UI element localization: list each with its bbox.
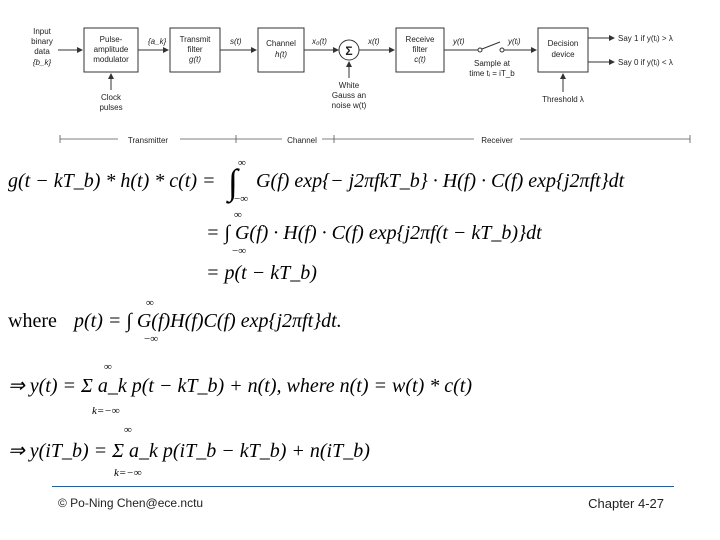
svg-text:pulses: pulses [99, 103, 122, 112]
int3-upper: ∞ [146, 297, 154, 309]
yti-label: y(tᵢ) [507, 37, 521, 46]
svg-text:Clock: Clock [101, 93, 122, 102]
svg-text:binary: binary [31, 37, 53, 46]
svg-text:Sample at: Sample at [474, 59, 511, 68]
decision-device-label: Decision device [548, 39, 579, 59]
xt-label: x(t) [367, 37, 380, 46]
receive-filter-label: Receive filter c(t) [406, 35, 435, 64]
yt-label: y(t) [452, 37, 465, 46]
footer-copyright: © Po-Ning Chen@ece.nctu [58, 496, 204, 510]
svg-text:amplitude: amplitude [94, 45, 129, 54]
x0-label: x₀(t) [311, 37, 327, 46]
eq3: = p(t − kT_b) [206, 262, 317, 284]
input-data-label: Input binary data {b_k} [31, 27, 53, 67]
section-receiver: Receiver [481, 136, 513, 145]
st-label: s(t) [230, 37, 242, 46]
eq1-rhs: G(f) exp{− j2πfkT_b} · H(f) · C(f) exp{j… [256, 170, 625, 192]
int2-upper: ∞ [234, 209, 242, 221]
svg-text:Gauss an: Gauss an [332, 91, 366, 100]
svg-text:Pulse-: Pulse- [100, 35, 123, 44]
int3-lower: −∞ [144, 333, 158, 345]
footer-divider [52, 486, 674, 487]
svg-text:{b_k}: {b_k} [33, 58, 52, 67]
sum1-upper: ∞ [104, 361, 112, 373]
say0-label: Say 0 if y(tᵢ) < λ [618, 58, 673, 67]
channel-label: Channel h(t) [266, 39, 296, 59]
decision-device-block [537, 27, 589, 73]
say1-label: Say 1 if y(tᵢ) > λ [618, 34, 673, 43]
sample-time-label: Sample at time tᵢ = iT_b [469, 59, 515, 78]
y-equation: ⇒ y(t) = Σ a_k p(t − kT_b) + n(t), where… [8, 375, 472, 397]
transmit-filter-label: Transmit filter g(t) [180, 35, 212, 64]
svg-text:filter: filter [412, 45, 427, 54]
svg-text:Decision: Decision [548, 39, 579, 48]
svg-text:Channel: Channel [266, 39, 296, 48]
clock-pulses-label: Clock pulses [99, 93, 122, 112]
transmit-filter-block [169, 27, 221, 73]
pam-label: Pulse- amplitude modulator [93, 35, 129, 64]
int2-lower: −∞ [232, 245, 246, 257]
svg-text:device: device [551, 50, 575, 59]
white-noise-label: White Gauss an noise w(t) [332, 81, 367, 110]
where-word: where [8, 310, 57, 332]
ak-label: {a_k} [148, 37, 167, 46]
section-channel: Channel [287, 136, 317, 145]
int1-upper: ∞ [238, 157, 246, 169]
svg-text:filter: filter [187, 45, 202, 54]
sigma-symbol: Σ [345, 44, 352, 58]
svg-text:modulator: modulator [93, 55, 129, 64]
sum1-lower: k=−∞ [92, 405, 120, 417]
svg-text:c(t): c(t) [414, 55, 426, 64]
svg-text:Transmit: Transmit [180, 35, 212, 44]
svg-text:White: White [339, 81, 360, 90]
eq1-lhs: g(t − kT_b) * h(t) * c(t) = [8, 170, 216, 192]
where-eq: p(t) = ∫ G(f)H(f)C(f) exp{j2πft}dt. [72, 310, 342, 333]
yi-equation: ⇒ y(iT_b) = Σ a_k p(iT_b − kT_b) + n(iT_… [8, 440, 370, 462]
svg-text:g(t): g(t) [189, 55, 201, 64]
svg-text:h(t): h(t) [275, 50, 287, 59]
section-transmitter: Transmitter [128, 136, 168, 145]
svg-text:Input: Input [33, 27, 52, 36]
integral-1: ∫ [226, 162, 240, 204]
sampler-switch [481, 41, 501, 50]
eq2: = ∫ G(f) · H(f) · C(f) exp{j2πf(t − kT_b… [206, 222, 542, 245]
sum2-lower: k=−∞ [114, 467, 142, 479]
receive-filter-block [395, 27, 445, 73]
sum2-upper: ∞ [124, 424, 132, 436]
footer-page-number: Chapter 4-27 [588, 496, 664, 511]
threshold-label: Threshold λ [542, 95, 584, 104]
block-diagram: Input binary data {b_k} Pulse- amplitude… [31, 27, 691, 145]
equations: g(t − kT_b) * h(t) * c(t) = ∫ ∞ −∞ G(f) … [8, 157, 625, 479]
svg-text:Receive: Receive [406, 35, 435, 44]
int1-lower: −∞ [234, 193, 248, 205]
svg-text:time tᵢ = iT_b: time tᵢ = iT_b [469, 69, 515, 78]
svg-text:noise w(t): noise w(t) [332, 101, 367, 110]
svg-text:data: data [34, 47, 50, 56]
